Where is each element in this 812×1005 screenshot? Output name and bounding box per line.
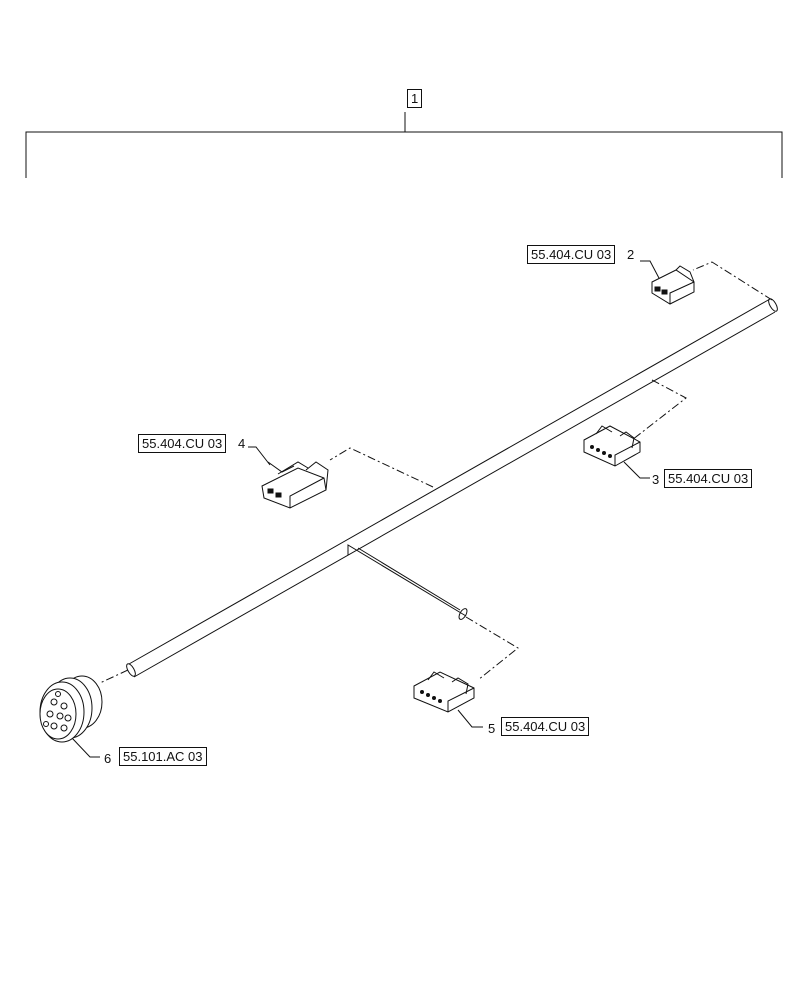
connector-5-icon	[413, 671, 475, 713]
trunk-end-left	[126, 663, 136, 677]
branch-end	[458, 608, 468, 620]
connector-4-icon	[261, 461, 329, 509]
reference-box-2: 55.404.CU 03	[527, 245, 616, 264]
leader-5	[457, 709, 483, 728]
leader-6	[71, 737, 100, 758]
connector-2-icon	[651, 265, 695, 305]
harness-branch	[347, 544, 467, 617]
connector-3-icon	[583, 425, 641, 467]
connector-6-icon	[39, 675, 103, 743]
assembly-number-box: 1	[407, 89, 423, 108]
reference-box-6: 55.101.AC 03	[119, 747, 207, 766]
item-number-3: 3	[652, 472, 660, 487]
assembly-bracket	[25, 112, 783, 178]
leader-4	[248, 446, 271, 466]
leader-3	[623, 461, 650, 479]
leader-2	[640, 260, 661, 281]
trunk-end-right	[768, 298, 778, 312]
reference-box-4: 55.404.CU 03	[138, 434, 227, 453]
item-number-4: 4	[238, 436, 246, 451]
item-number-6: 6	[104, 751, 112, 766]
harness-trunk	[128, 298, 776, 678]
item-number-2: 2	[627, 247, 635, 262]
connection-lines	[99, 261, 773, 684]
reference-box-3: 55.404.CU 03	[664, 469, 753, 488]
item-number-5: 5	[488, 721, 496, 736]
reference-box-5: 55.404.CU 03	[501, 717, 590, 736]
